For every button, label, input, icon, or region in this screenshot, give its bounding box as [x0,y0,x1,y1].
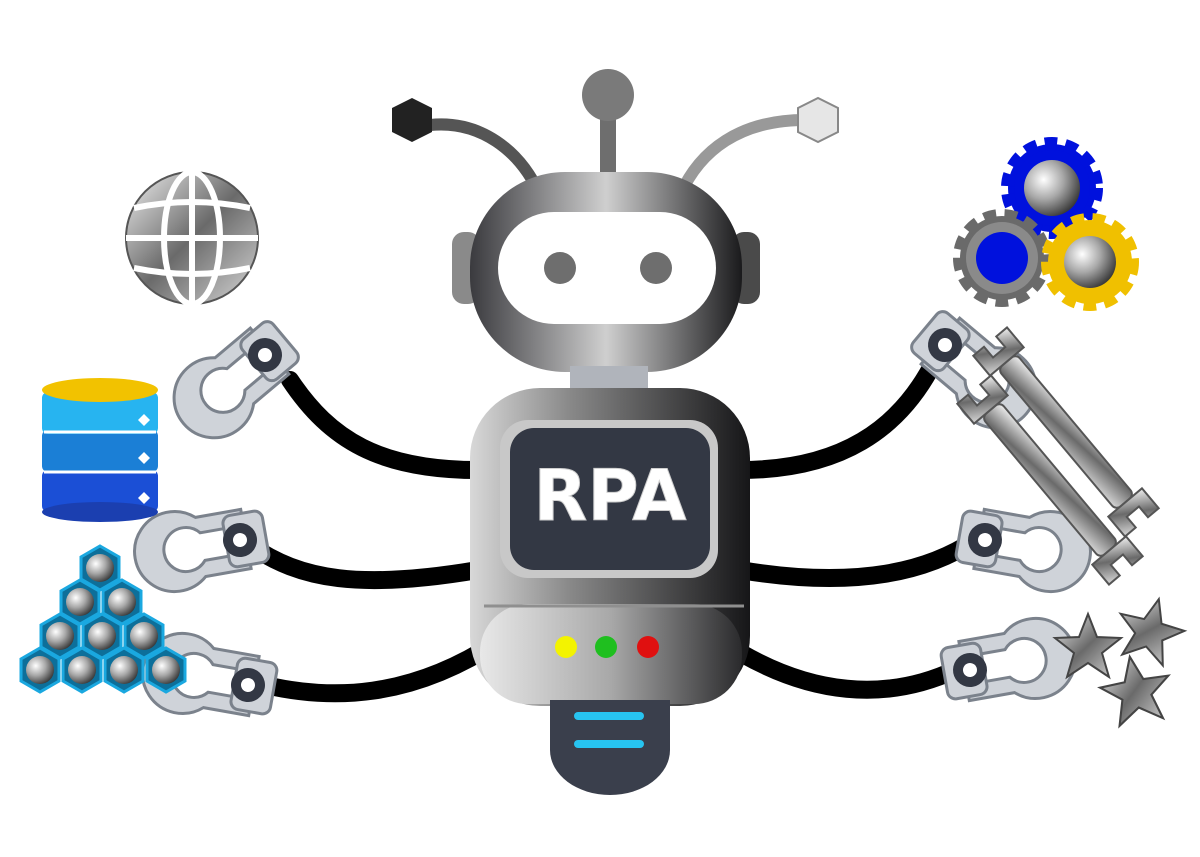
database-icon [42,378,158,522]
vent-top [574,712,644,720]
vent-bottom [574,740,644,748]
robot-arms [241,351,984,703]
wrenches-icon [955,326,1161,586]
screen-label: RPA [534,455,687,537]
chest-screen [510,428,710,570]
face-visor [498,212,716,324]
led-red [637,636,659,658]
right-bottom-claw [935,609,1089,716]
led-green [595,636,617,658]
gears-icon [953,137,1139,311]
right-eye [640,252,672,284]
antennas [392,69,839,201]
robot-neck [570,366,648,392]
led-yellow [555,636,577,658]
globe-icon [125,169,259,307]
left-eye [544,252,576,284]
robot-head [452,172,760,372]
robot-body: RPA [470,388,750,706]
stars-icon [1052,596,1188,729]
robot-base [550,700,670,795]
